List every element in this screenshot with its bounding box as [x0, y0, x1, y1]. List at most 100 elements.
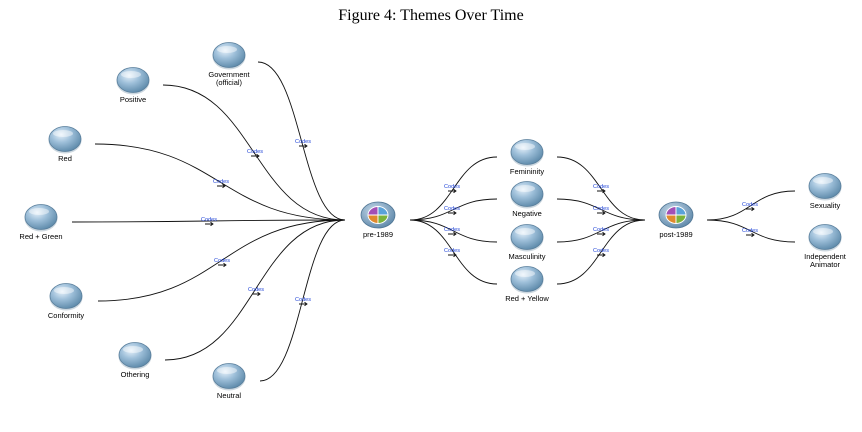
edge-arrow-icon	[251, 153, 260, 159]
edge-line	[162, 84, 346, 221]
theme-node-bubble	[48, 126, 82, 152]
edge-red-yellow-to-post-1989: Codes	[556, 219, 646, 285]
node-highlight	[813, 228, 833, 235]
edge-line	[71, 219, 346, 223]
node-negative[interactable]: Negative	[510, 181, 544, 219]
edge-pre-1989-to-red-yellow: Codes	[409, 219, 498, 285]
theme-node-bubble	[808, 173, 842, 199]
period-quadrant-icon	[675, 214, 687, 224]
edge-label: Codes	[444, 184, 460, 190]
edge-line	[556, 198, 646, 221]
edge-line	[409, 219, 498, 243]
edge-label: Codes	[201, 217, 217, 223]
edges-layer: CodesCodesCodesCodesCodesCodesCodesCodes…	[71, 61, 796, 382]
node-label: Neutral	[217, 391, 242, 400]
node-highlight	[515, 143, 535, 150]
node-othering[interactable]: Othering	[118, 342, 152, 380]
edge-arrow-icon	[205, 221, 214, 227]
node-positive[interactable]: Positive	[116, 67, 150, 105]
node-government[interactable]: Government(official)	[208, 42, 251, 88]
node-sexuality[interactable]: Sexuality	[808, 173, 842, 211]
node-label: Red + Green	[19, 232, 62, 241]
node-post-1989[interactable]: post-1989	[658, 201, 694, 239]
edge-line	[556, 156, 646, 221]
edge-red-green-to-pre-1989: Codes	[71, 217, 346, 227]
node-highlight	[515, 228, 535, 235]
node-conformity[interactable]: Conformity	[48, 283, 85, 321]
node-highlight	[813, 177, 833, 184]
edge-post-1989-to-sexuality: Codes	[706, 190, 796, 221]
theme-node-bubble	[118, 342, 152, 368]
node-red-green[interactable]: Red + Green	[19, 204, 63, 242]
node-label: Government	[208, 70, 250, 79]
node-highlight	[53, 130, 73, 137]
node-highlight	[29, 208, 49, 215]
edge-arrow-icon	[746, 232, 755, 238]
edge-arrow-icon	[252, 291, 261, 297]
edge-arrow-icon	[448, 210, 457, 216]
edge-masculinity-to-post-1989: Codes	[556, 219, 646, 243]
edge-negative-to-post-1989: Codes	[556, 198, 646, 221]
node-highlight	[123, 346, 143, 353]
edge-label: Codes	[247, 149, 263, 155]
theme-node-bubble	[24, 204, 58, 230]
node-label: Independent	[804, 252, 847, 261]
theme-node-bubble	[510, 139, 544, 165]
theme-node-bubble	[212, 363, 246, 389]
edge-label: Codes	[742, 228, 758, 234]
edge-line	[556, 219, 646, 243]
node-masculinity[interactable]: Masculinity	[508, 224, 546, 262]
node-highlight	[515, 270, 535, 277]
edge-label: Codes	[742, 202, 758, 208]
node-highlight	[515, 185, 535, 192]
edge-line	[409, 198, 498, 221]
edge-line	[94, 143, 346, 221]
node-label: pre-1989	[363, 230, 393, 239]
edge-neutral-to-pre-1989: Codes	[259, 219, 346, 382]
node-red-yellow[interactable]: Red + Yellow	[505, 266, 549, 304]
node-label: Masculinity	[508, 252, 545, 261]
node-neutral[interactable]: Neutral	[212, 363, 246, 401]
edge-label: Codes	[593, 248, 609, 254]
node-label: Positive	[120, 95, 146, 104]
node-pre-1989[interactable]: pre-1989	[360, 201, 396, 239]
edge-label: Codes	[295, 139, 311, 145]
theme-node-bubble	[49, 283, 83, 309]
edge-label: Codes	[444, 206, 460, 212]
edge-label: Codes	[593, 227, 609, 233]
edge-arrow-icon	[597, 188, 606, 194]
edge-arrow-icon	[299, 301, 308, 307]
edge-label: Codes	[593, 184, 609, 190]
edge-arrow-icon	[597, 231, 606, 237]
edge-arrow-icon	[299, 143, 308, 149]
edge-pre-1989-to-negative: Codes	[409, 198, 498, 221]
node-highlight	[217, 367, 237, 374]
edge-red-to-pre-1989: Codes	[94, 143, 346, 221]
edge-arrow-icon	[448, 252, 457, 258]
node-label: Red	[58, 154, 72, 163]
edge-arrow-icon	[597, 210, 606, 216]
node-label: Negative	[512, 209, 542, 218]
edge-line	[706, 219, 796, 243]
node-label: Othering	[121, 370, 150, 379]
edge-label: Codes	[248, 287, 264, 293]
node-red[interactable]: Red	[48, 126, 82, 164]
edge-label: Codes	[214, 258, 230, 264]
edge-post-1989-to-independent-animator: Codes	[706, 219, 796, 243]
edge-pre-1989-to-femininity: Codes	[409, 156, 498, 221]
edge-line	[409, 219, 498, 285]
edge-line	[556, 219, 646, 285]
edge-pre-1989-to-masculinity: Codes	[409, 219, 498, 243]
node-femininity[interactable]: Femininity	[510, 139, 544, 177]
node-label: (official)	[216, 78, 243, 87]
theme-node-bubble	[510, 266, 544, 292]
edge-line	[257, 61, 346, 221]
edge-label: Codes	[213, 179, 229, 185]
edge-arrow-icon	[448, 231, 457, 237]
edge-femininity-to-post-1989: Codes	[556, 156, 646, 221]
node-label: Femininity	[510, 167, 544, 176]
edge-line	[97, 219, 346, 302]
